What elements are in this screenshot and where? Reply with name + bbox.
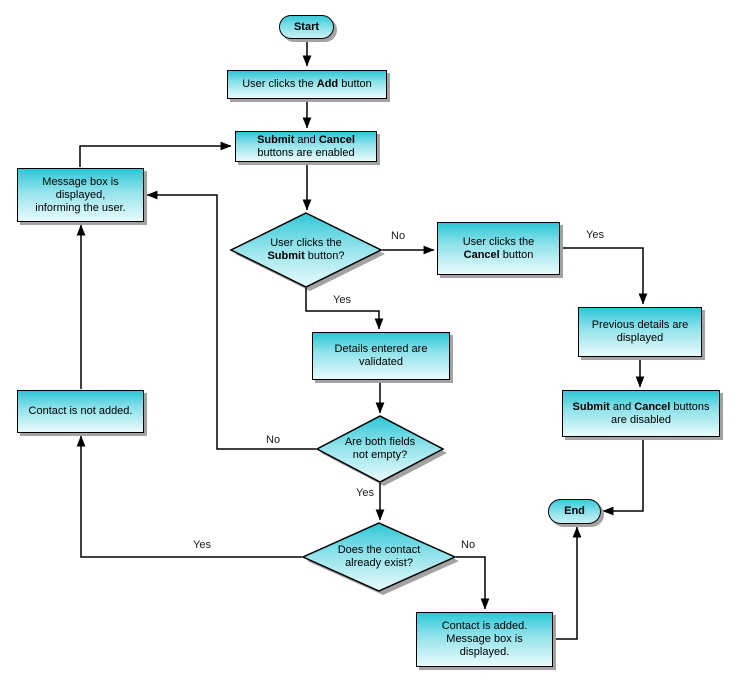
node-user-clicks-add-label: User clicks the Add button (242, 78, 372, 90)
decision-submit (229, 212, 383, 288)
node-start-label: Start (293, 20, 320, 33)
edge-cancel-yes-to-previous (561, 247, 648, 305)
edge-submitq-yes-to-validated (305, 288, 384, 330)
node-end-label: End (564, 505, 585, 517)
edge-label-exists-no: No (461, 539, 476, 551)
node-start: Start (279, 15, 334, 39)
decision-exists (301, 522, 457, 592)
edge-existsq-no-to-added (456, 556, 490, 610)
edge-label-exists-yes: Yes (193, 539, 211, 551)
node-end: End (548, 499, 601, 524)
node-user-clicks-add: User clicks the Add button (227, 70, 387, 99)
edge-disabled-to-end (602, 438, 644, 516)
edge-label-submit-yes: Yes (333, 294, 351, 306)
edge-label-fields-no: No (266, 434, 281, 446)
edge-label-fields-yes: Yes (356, 487, 374, 499)
decision-fields (315, 415, 445, 483)
edge-label-submit-no: No (391, 230, 406, 242)
edge-existsq-yes-to-notadded (76, 435, 302, 558)
node-contact-not-added-label: Contact is not added. (28, 405, 133, 417)
edge-added-to-end (554, 526, 582, 640)
edge-message-to-enabled (79, 141, 232, 167)
node-contact-not-added: Contact is not added. (17, 390, 144, 433)
edge-label-cancel-yes: Yes (586, 229, 604, 241)
edge-fieldsq-no-to-message (146, 190, 316, 450)
